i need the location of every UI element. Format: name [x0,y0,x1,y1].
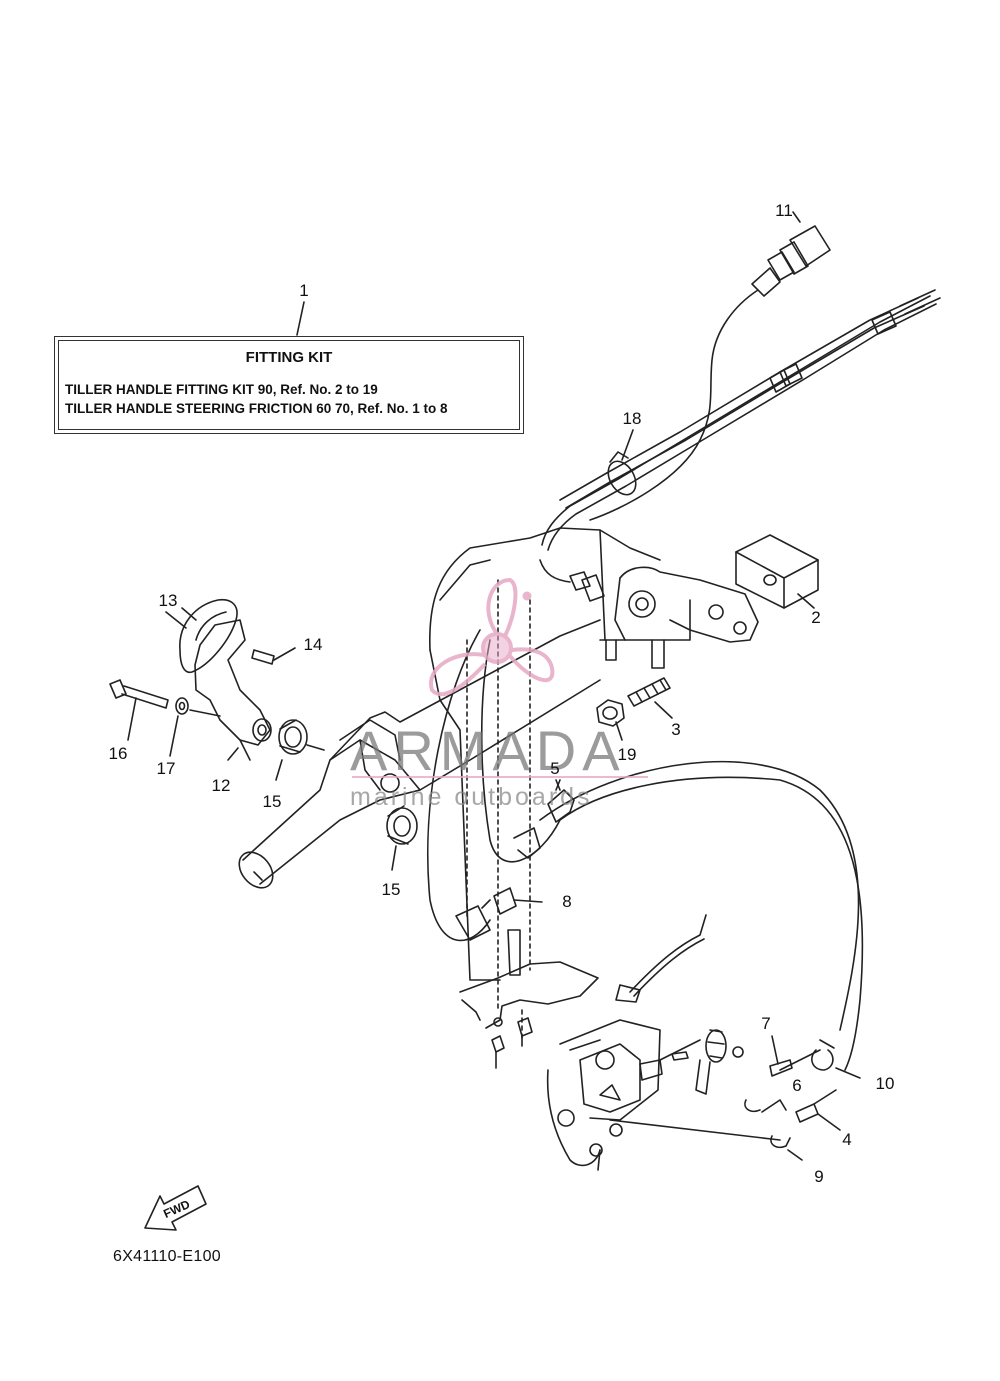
fitting-kit-line-1: TILLER HANDLE FITTING KIT 90, Ref. No. 2… [65,382,378,397]
callout-14: 14 [303,635,323,654]
watermark-tagline: marine outboards [350,783,593,811]
callout-18: 18 [622,409,642,428]
callout-7: 7 [761,1014,771,1033]
callout-2: 2 [811,608,821,627]
callout-8: 8 [562,892,572,911]
nut-part-19 [596,699,625,727]
block-part-2 [735,534,819,609]
stud-part-3 [627,677,673,719]
fitting-kit-inner-border [58,340,520,430]
cable-end-part-7 [744,1035,821,1113]
bottom-bracket [459,961,599,1069]
leader-12 [227,747,239,761]
bolt-part-16 [109,679,169,741]
callout-15b: 15 [381,880,401,899]
leader-5 [555,779,561,791]
fwd-arrow-icon [144,1185,207,1231]
bushing-part-15-lower [386,805,418,845]
callout-1: 1 [299,281,309,300]
bushing-part-15-upper [278,719,325,755]
cable-loop [427,629,864,1071]
leader-1 [296,301,305,336]
callout-12: 12 [211,776,231,795]
joint-part-9 [770,1135,803,1161]
callout-13: 13 [158,591,178,610]
watermark-brand: ARMADA [350,719,626,782]
friction-lever-part-12 [194,619,272,761]
cable-clip-part-18 [607,429,637,496]
callout-3: 3 [671,720,681,739]
diagram-code: 6X41110-E100 [113,1248,221,1265]
harness-wires [615,914,707,1003]
leader-13 [165,611,187,629]
callout-6: 6 [792,1076,802,1095]
watermark-bar [352,776,648,778]
gear-cam [695,1029,744,1095]
leader-19 [615,721,623,741]
callout-4: 4 [842,1130,852,1149]
callout-15a: 15 [262,792,282,811]
connector-part-11 [589,211,831,521]
leader-15a [275,759,283,781]
knob-part-13 [179,598,238,674]
clip-part-10 [811,1039,861,1079]
leader-15b [391,845,397,871]
cable-end-part-4 [795,1089,841,1131]
callout-17: 17 [156,759,176,778]
callout-19: 19 [617,745,637,764]
screw-part-14 [251,647,296,665]
washer-part-17 [169,697,221,757]
throttle-cables [541,289,941,551]
callout-11: 11 [775,201,793,220]
watermark-propeller-icon [428,577,555,697]
callout-16: 16 [108,744,128,763]
callout-9: 9 [814,1167,824,1186]
callout-5: 5 [550,759,560,778]
control-mechanism [546,1019,781,1171]
wire-connector [539,559,605,602]
fitting-kit-title: FITTING KIT [245,349,333,366]
fitting-kit-line-2: TILLER HANDLE STEERING FRICTION 60 70, R… [65,401,448,416]
callout-10: 10 [875,1074,895,1093]
clip-part-8 [455,887,543,976]
tiller-bracket [429,527,759,981]
fitting-kit-box: FITTING KIT TILLER HANDLE FITTING KIT 90… [54,336,524,434]
tiller-handle [238,619,601,889]
